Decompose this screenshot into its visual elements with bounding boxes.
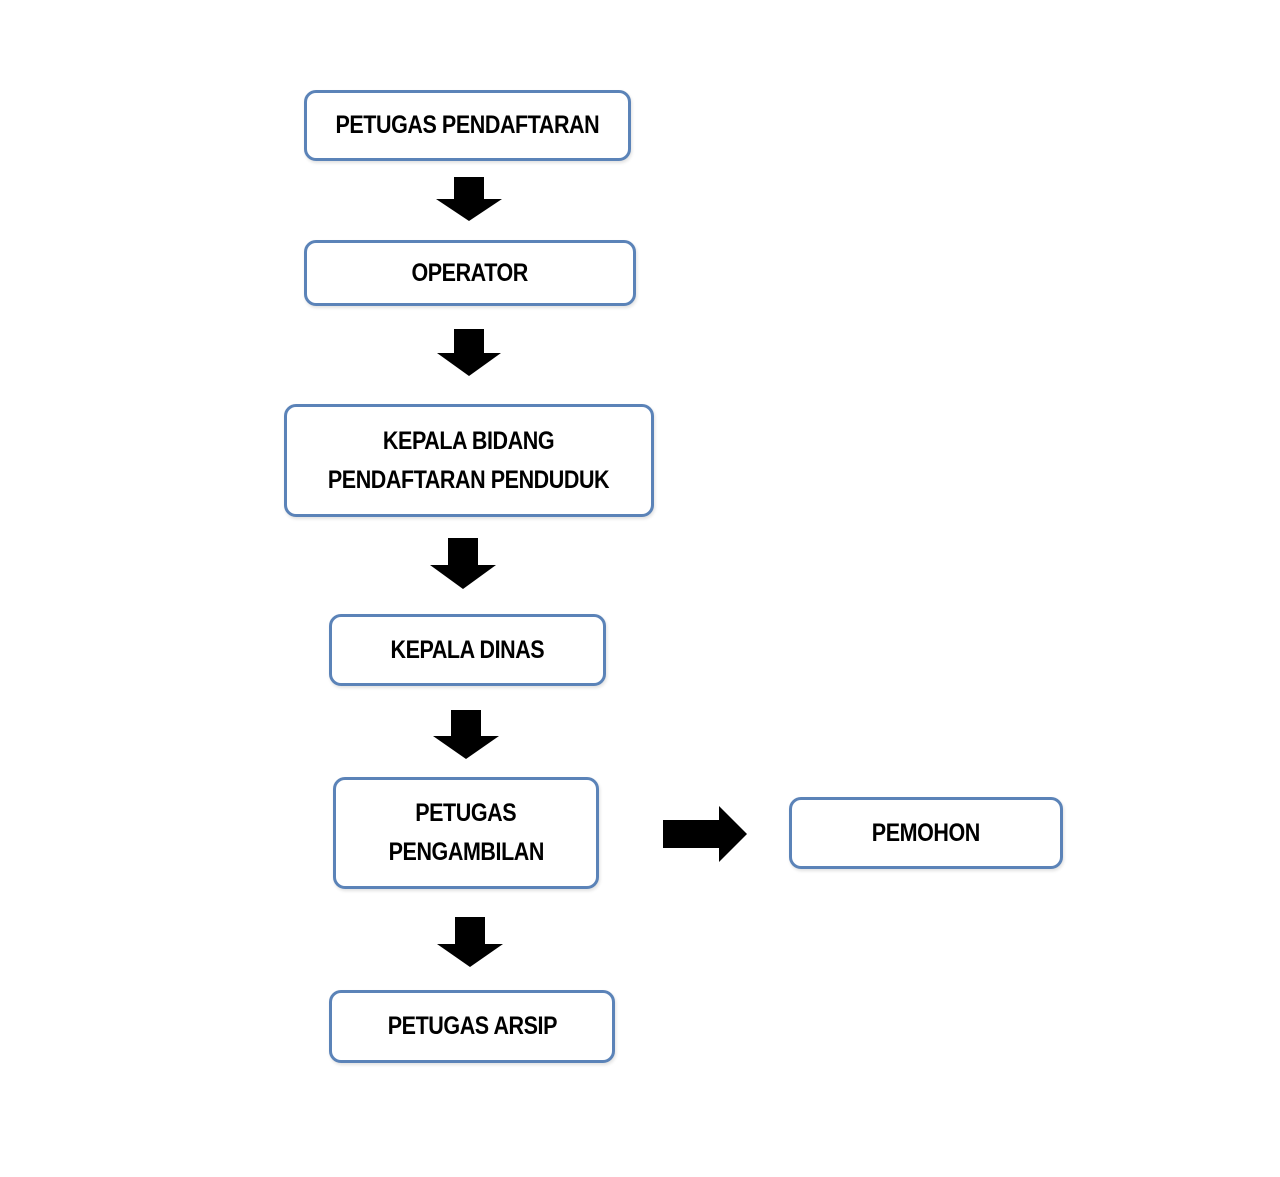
node-label: PETUGAS ARSIP bbox=[387, 1012, 557, 1040]
node-label-line-2: PENDAFTARAN PENDUDUK bbox=[328, 465, 610, 494]
arrow-down-2 bbox=[437, 329, 501, 376]
node-kepala-bidang: KEPALA BIDANG PENDAFTARAN PENDUDUK bbox=[284, 404, 654, 517]
arrow-shape bbox=[433, 710, 499, 759]
node-label-line-2: PENGAMBILAN bbox=[388, 838, 544, 866]
node-pemohon: PEMOHON bbox=[789, 797, 1063, 869]
node-operator: OPERATOR bbox=[304, 240, 636, 306]
arrow-down-1 bbox=[436, 177, 502, 221]
arrow-shape bbox=[430, 538, 496, 589]
node-petugas-pengambilan: PETUGAS PENGAMBILAN bbox=[333, 777, 599, 889]
arrow-down-4 bbox=[433, 710, 499, 759]
node-petugas-pendaftaran: PETUGAS PENDAFTARAN bbox=[304, 90, 631, 161]
node-label: KEPALA DINAS bbox=[390, 635, 545, 664]
arrow-shape bbox=[437, 917, 503, 967]
arrow-shape bbox=[436, 177, 502, 221]
node-petugas-arsip: PETUGAS ARSIP bbox=[329, 990, 615, 1063]
node-kepala-dinas: KEPALA DINAS bbox=[329, 614, 606, 686]
arrow-right-pemohon bbox=[663, 806, 747, 862]
node-label: OPERATOR bbox=[411, 258, 529, 287]
node-label: PETUGAS PENDAFTARAN bbox=[335, 111, 600, 139]
node-label: PEMOHON bbox=[871, 818, 981, 847]
arrow-down-3 bbox=[430, 538, 496, 589]
node-label-line-1: KEPALA BIDANG bbox=[383, 426, 555, 455]
arrow-shape bbox=[437, 329, 501, 376]
arrow-shape bbox=[663, 806, 747, 862]
node-label-line-1: PETUGAS bbox=[415, 799, 517, 827]
arrow-down-5 bbox=[437, 917, 503, 967]
